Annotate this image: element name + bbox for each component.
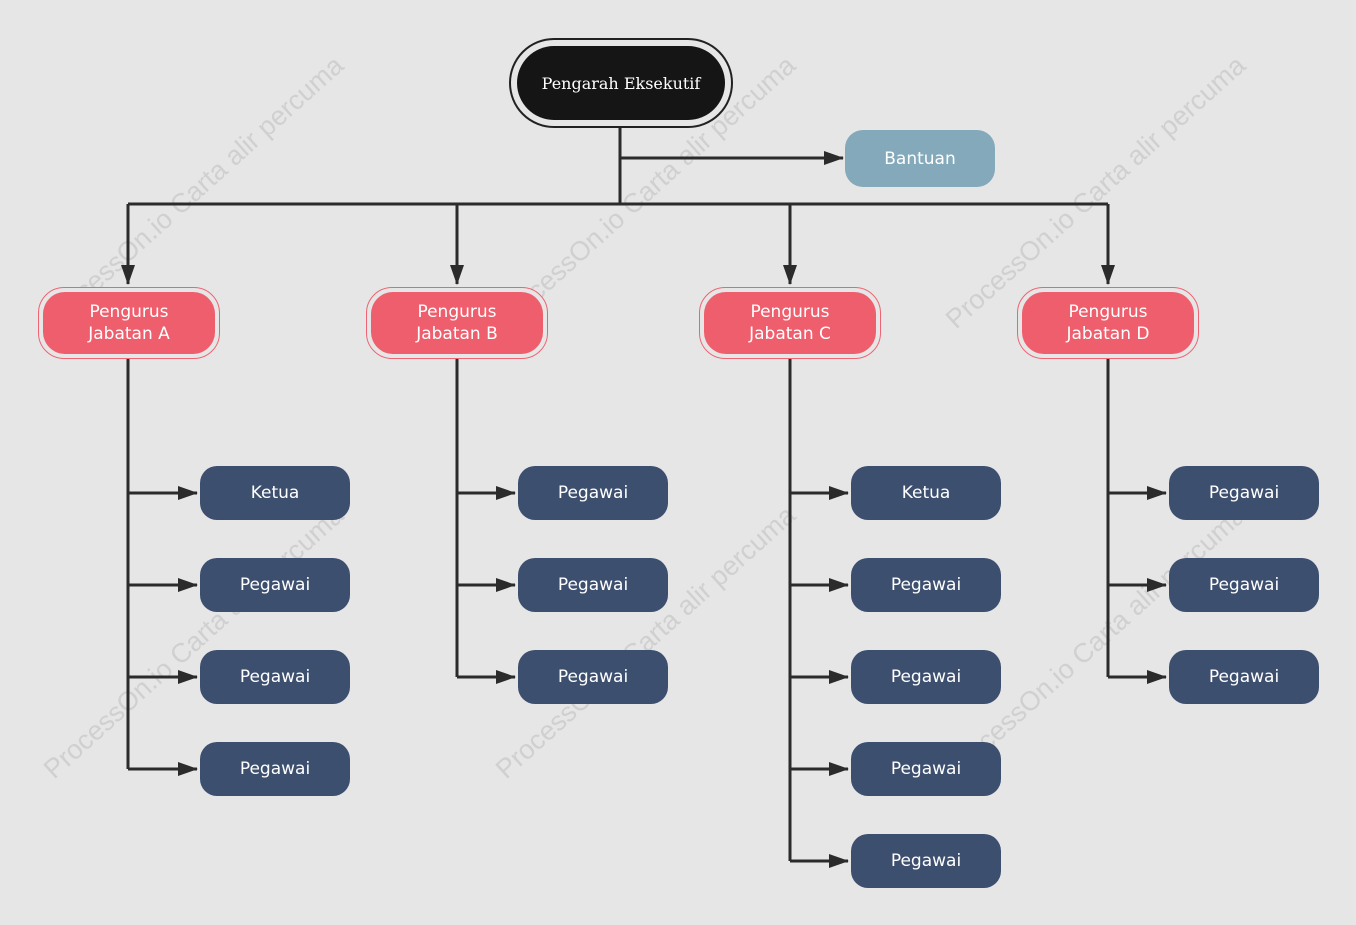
staff-label: Pegawai bbox=[239, 667, 311, 687]
staff-label: Pegawai bbox=[890, 667, 962, 687]
staff-label: Pegawai bbox=[239, 759, 311, 779]
staff-label: Pegawai bbox=[890, 575, 962, 595]
staff-node[interactable]: Pegawai bbox=[851, 650, 1001, 704]
staff-node[interactable]: Pegawai bbox=[851, 742, 1001, 796]
manager-node-a[interactable]: Pengurus Jabatan A bbox=[38, 287, 220, 359]
executive-node[interactable]: Pengarah Eksekutif bbox=[509, 38, 733, 128]
staff-node[interactable]: Pegawai bbox=[200, 742, 350, 796]
manager-title: Pengurus bbox=[417, 302, 497, 322]
manager-department: Jabatan D bbox=[1066, 324, 1150, 344]
manager-node-fill: Pengurus Jabatan B bbox=[371, 292, 543, 354]
executive-node-fill: Pengarah Eksekutif bbox=[517, 46, 725, 120]
manager-title: Pengurus bbox=[750, 302, 830, 322]
assistant-node[interactable]: Bantuan bbox=[845, 130, 995, 187]
staff-node[interactable]: Pegawai bbox=[200, 650, 350, 704]
manager-node-fill: Pengurus Jabatan C bbox=[704, 292, 876, 354]
manager-department: Jabatan C bbox=[749, 324, 831, 344]
staff-label: Pegawai bbox=[557, 575, 629, 595]
staff-node[interactable]: Pegawai bbox=[1169, 466, 1319, 520]
manager-department: Jabatan B bbox=[416, 324, 498, 344]
staff-node[interactable]: Pegawai bbox=[851, 834, 1001, 888]
manager-node-b[interactable]: Pengurus Jabatan B bbox=[366, 287, 548, 359]
staff-node[interactable]: Pegawai bbox=[851, 558, 1001, 612]
staff-label: Pegawai bbox=[1208, 575, 1280, 595]
staff-node[interactable]: Pegawai bbox=[518, 466, 668, 520]
staff-label: Pegawai bbox=[890, 759, 962, 779]
staff-label: Ketua bbox=[901, 483, 951, 503]
staff-node[interactable]: Pegawai bbox=[518, 558, 668, 612]
staff-label: Pegawai bbox=[890, 851, 962, 871]
staff-label: Pegawai bbox=[557, 667, 629, 687]
staff-node[interactable]: Pegawai bbox=[200, 558, 350, 612]
manager-node-c[interactable]: Pengurus Jabatan C bbox=[699, 287, 881, 359]
manager-node-fill: Pengurus Jabatan D bbox=[1022, 292, 1194, 354]
staff-label: Pegawai bbox=[1208, 483, 1280, 503]
executive-label: Pengarah Eksekutif bbox=[541, 73, 701, 93]
staff-label: Pegawai bbox=[557, 483, 629, 503]
staff-label: Pegawai bbox=[239, 575, 311, 595]
manager-node-d[interactable]: Pengurus Jabatan D bbox=[1017, 287, 1199, 359]
assistant-label: Bantuan bbox=[884, 148, 956, 169]
staff-node[interactable]: Pegawai bbox=[1169, 558, 1319, 612]
staff-node[interactable]: Ketua bbox=[851, 466, 1001, 520]
manager-node-fill: Pengurus Jabatan A bbox=[43, 292, 215, 354]
manager-department: Jabatan A bbox=[88, 324, 170, 344]
manager-title: Pengurus bbox=[89, 302, 169, 322]
staff-node[interactable]: Pegawai bbox=[518, 650, 668, 704]
staff-label: Pegawai bbox=[1208, 667, 1280, 687]
manager-title: Pengurus bbox=[1068, 302, 1148, 322]
staff-label: Ketua bbox=[250, 483, 300, 503]
staff-node[interactable]: Pegawai bbox=[1169, 650, 1319, 704]
staff-node[interactable]: Ketua bbox=[200, 466, 350, 520]
